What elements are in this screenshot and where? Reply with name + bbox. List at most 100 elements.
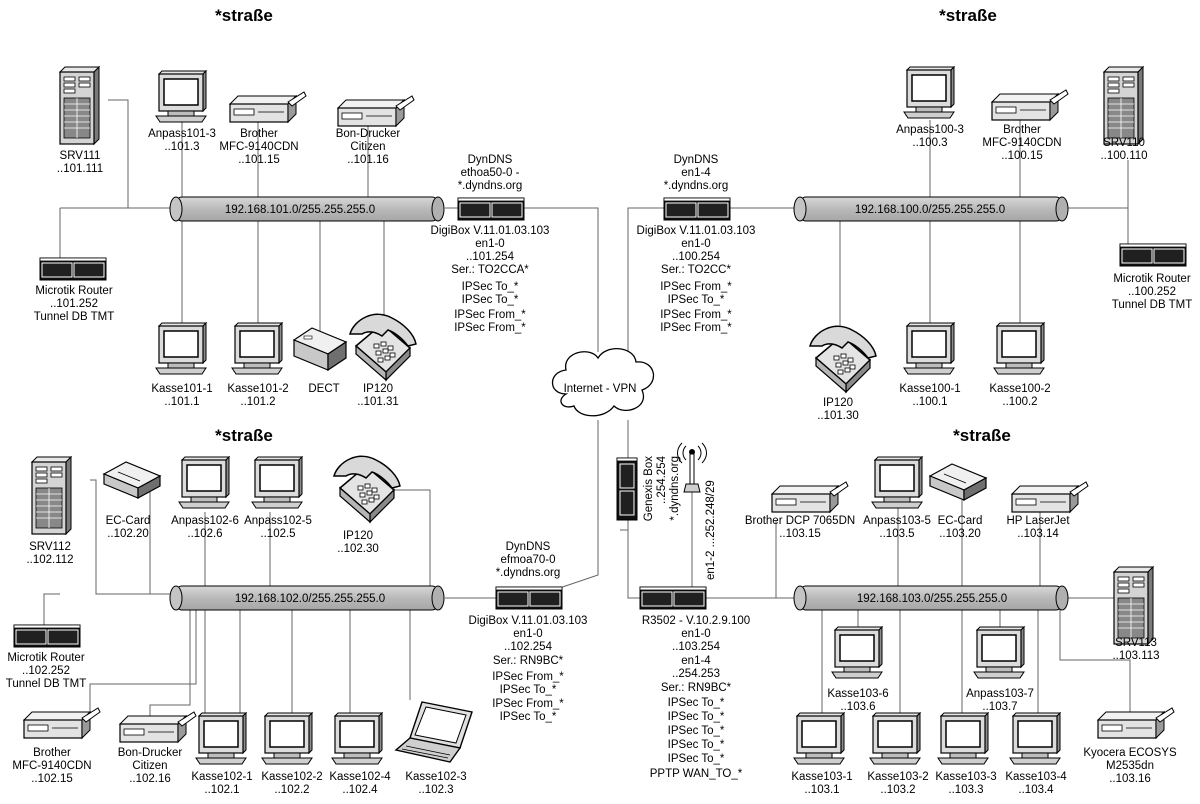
pc-name: Kasse102-2 [261,771,322,783]
pc-kasse103-4[interactable]: Kasse103-4 ..103.4 [1005,712,1067,796]
pc-kasse102-2[interactable]: Kasse102-2 ..102.2 [261,712,323,796]
pc-anpass102-5[interactable]: Anpass102-5 ..102.5 [244,456,312,540]
pc-ip: ..103.3 [948,784,983,796]
pc-ip: ..102.1 [204,784,239,796]
genexis-box[interactable]: Genexis Box ..254.254 *.dyndns.org [616,455,681,521]
pc-name: Kasse103-3 [935,771,996,783]
antenna-uplink[interactable]: en1-2 ...252.248/29 [677,442,718,580]
pc-anpass100-3[interactable]: Anpass100-3 ..100.3 [896,66,964,149]
pc-name: Anpass100-3 [896,124,964,136]
printer-bon-drucker[interactable]: Bon-Drucker Citizen ..102.16 [118,711,197,785]
dyndns-line3: *.dyndns.org [664,180,729,192]
server-srv110[interactable]: SRV110 ..100.110 [1100,66,1148,162]
server-ip: ..100.110 [1100,150,1147,162]
router-microtik[interactable]: Microtik Router ..100.252 Tunnel DB TMT [1112,243,1193,311]
phone-ip120[interactable]: IP120 ..101.31 [349,313,417,408]
pc-kasse100-1[interactable]: Kasse100-1 ..100.1 [899,322,961,408]
telephone-icon [809,325,877,393]
desktop-computer-icon [793,712,845,765]
printer-icon [771,481,849,513]
server-srv113[interactable]: SRV113 ..103.113 [1112,566,1160,662]
site-bottom-right: *straße 192.168.103.0/255.255.255.0 Brot… [616,426,1177,796]
printer-line1: Bon-Drucker [336,128,401,140]
digibox-line: en1-0 [475,238,504,250]
ec-card-terminal[interactable]: EC-Card ..103.20 [929,463,987,540]
pc-anpass101-3[interactable]: Anpass101-3 ..101.3 [148,70,216,153]
desktop-computer-icon [869,712,921,765]
printer-ip: ..103.15 [779,528,821,540]
printer-icon [991,89,1069,121]
gateway-line: ..103.254 [672,641,721,653]
router-microtik[interactable]: Microtik Router ..101.252 Tunnel DB TMT [34,257,115,323]
genexis-line1: Genexis Box [643,456,655,521]
phone-name: IP120 [343,530,373,542]
ec-name: EC-Card [106,515,151,527]
pc-ip: ..103.1 [804,784,839,796]
digibox-line: IPSec From_* [660,322,732,334]
site-top-left: *straße 192.168.101.0/255.255.255.0 SRV1… [34,6,550,408]
desktop-computer-icon [195,712,247,765]
r3502-gateway[interactable]: R3502 - V.10.2.9.100 en1-0 ..103.254 en1… [639,586,750,780]
digibox-line: Ser.: TO2CCA* [451,264,529,276]
server-tower-icon [1113,566,1154,645]
pc-kasse103-6[interactable]: Kasse103-6 ..103.6 [827,626,889,713]
printer-kyocera[interactable]: Kyocera ECOSYS M2535dn ..103.16 [1083,707,1177,785]
desktop-computer-icon [993,322,1045,375]
pc-ip: ..103.5 [879,528,914,540]
printer-brother[interactable]: Brother MFC-9140CDN ..101.15 [219,91,307,166]
phone-ip120[interactable]: IP120 ..101.30 [809,325,877,422]
cables [43,99,1131,720]
phone-ip120[interactable]: IP120 ..102.30 [333,455,401,555]
dyndns-line2: efmoa70-0 [501,554,556,566]
laptop-kasse102-3[interactable]: Kasse102-3 ..102.3 [395,701,473,796]
ec-card-terminal[interactable]: EC-Card ..102.20 [103,461,161,540]
router-line2: ..100.252 [1128,286,1176,298]
printer-brother[interactable]: Brother MFC-9140CDN ..100.15 [982,89,1069,162]
pc-kasse102-1[interactable]: Kasse102-1 ..102.1 [191,712,253,796]
pc-anpass103-5[interactable]: Anpass103-5 ..103.5 [863,456,931,540]
pc-name: Kasse102-1 [191,771,252,783]
desktop-computer-icon [1009,712,1061,765]
server-srv111[interactable]: SRV111 ..101.111 [57,66,103,175]
pc-kasse100-2[interactable]: Kasse100-2 ..100.2 [989,322,1051,408]
pc-kasse101-1[interactable]: Kasse101-1 ..101.1 [151,322,213,408]
pc-ip: ..103.4 [1018,784,1054,796]
dect-base[interactable]: DECT [293,327,347,395]
digibox-line: IPSec From_* [492,698,564,710]
pc-kasse103-1[interactable]: Kasse103-1 ..103.1 [791,712,853,796]
router-microtik[interactable]: Microtik Router ..102.252 Tunnel DB TMT [6,624,87,690]
printer-icon [119,711,197,743]
pc-kasse103-2[interactable]: Kasse103-2 ..103.2 [867,712,929,796]
pc-kasse101-2[interactable]: Kasse101-2 ..101.2 [227,322,289,408]
printer-hp-laserjet[interactable]: HP LaserJet ..103.14 [1006,481,1089,540]
digibox-gateway[interactable]: DynDNS en1-4 *.dyndns.org DigiBox V.11.0… [637,154,756,334]
router-icon [495,586,563,610]
printer-line2: Citizen [350,141,385,153]
printer-name: Brother DCP 7065DN [745,515,855,527]
digibox-line: IPSec To_* [462,294,519,306]
phone-name: IP120 [363,383,393,395]
phone-ip: ..101.31 [357,396,399,408]
printer-icon [337,95,415,127]
printer-icon [23,707,101,739]
server-tower-icon [1103,66,1144,145]
pc-name: Anpass102-6 [171,515,239,527]
printer-line3: ..100.15 [1001,150,1043,162]
digibox-line: Ser.: TO2CC* [661,264,731,276]
pc-ip: ..103.6 [840,701,875,713]
desktop-computer-icon [155,322,207,375]
printer-brother[interactable]: Brother MFC-9140CDN ..102.15 [12,707,101,785]
pc-anpass103-7[interactable]: Anpass103-7 ..103.7 [966,626,1034,713]
pc-kasse103-3[interactable]: Kasse103-3 ..103.3 [935,712,997,796]
digibox-gateway[interactable]: DynDNS ethoa50-0 - *.dyndns.org DigiBox … [431,154,550,334]
pc-anpass102-6[interactable]: Anpass102-6 ..102.6 [171,456,239,540]
phone-name: IP120 [823,397,853,409]
dyndns-line2: en1-4 [681,167,711,179]
router-icon [39,257,107,281]
printer-bon-drucker[interactable]: Bon-Drucker Citizen ..101.16 [336,95,415,166]
printer-brother-dcp[interactable]: Brother DCP 7065DN ..103.15 [745,481,855,540]
server-srv112[interactable]: SRV112 ..102.112 [26,456,74,566]
digibox-gateway[interactable]: DynDNS efmoa70-0 *.dyndns.org DigiBox V.… [469,541,588,723]
subnet-label: 192.168.102.0/255.255.255.0 [235,593,385,605]
pc-kasse102-4[interactable]: Kasse102-4 ..102.4 [329,712,391,796]
